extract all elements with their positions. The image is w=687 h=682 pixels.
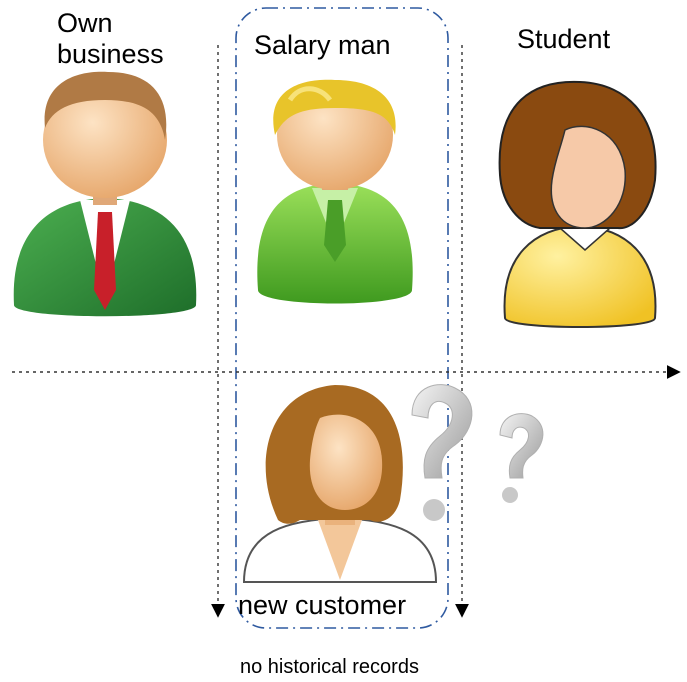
own-business-label: Own business [57,8,164,70]
new-customer-icon [242,385,438,583]
selection-box [235,7,449,629]
no-historical-records-caption: no historical records [240,656,419,678]
own-business-label-line2: business [57,39,164,70]
businessman-icon [13,71,197,317]
salaryman-icon [257,79,413,304]
own-business-label-line1: Own [57,8,113,38]
student-icon [498,80,657,328]
question-mark-icon [411,384,544,521]
salary-man-label: Salary man [254,30,391,60]
student-label: Student [517,24,611,54]
new-customer-label: new customer [238,590,407,620]
